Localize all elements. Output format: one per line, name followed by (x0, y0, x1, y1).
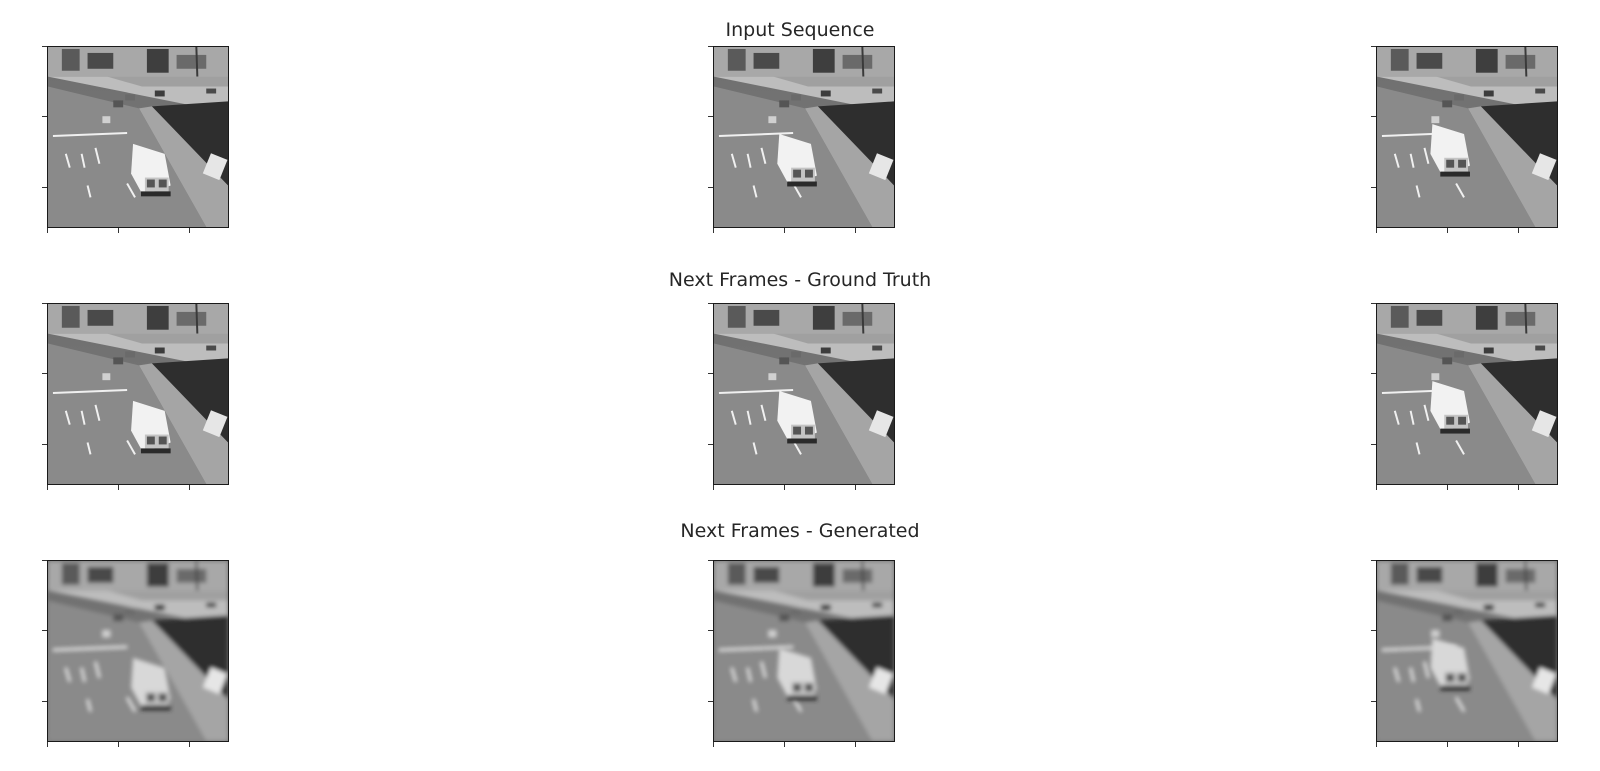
x-axis-tick (1518, 485, 1519, 490)
ground-truth-frame-2 (708, 303, 895, 490)
y-axis-tick (42, 303, 47, 304)
x-axis-tick (855, 228, 856, 233)
traffic-frame-image (713, 303, 895, 485)
x-axis-tick (1447, 228, 1448, 233)
y-axis-tick (42, 444, 47, 445)
y-axis-tick (1371, 373, 1376, 374)
y-axis-tick (42, 46, 47, 47)
y-axis-tick (708, 560, 713, 561)
y-axis-tick (1371, 701, 1376, 702)
y-axis-tick (42, 373, 47, 374)
x-axis-tick (784, 485, 785, 490)
y-axis-tick (1371, 630, 1376, 631)
y-axis-tick (1371, 560, 1376, 561)
generated-frame-1 (42, 560, 229, 747)
generated-frame-2 (708, 560, 895, 747)
ground-truth-frame-3 (1371, 303, 1558, 490)
x-axis-tick (47, 742, 48, 747)
generated-frame-3 (1371, 560, 1558, 747)
traffic-frame-image (47, 46, 229, 228)
traffic-frame-image (1376, 560, 1558, 742)
x-axis-tick (1376, 485, 1377, 490)
x-axis-tick (855, 742, 856, 747)
x-axis-tick (713, 485, 714, 490)
y-axis-tick (42, 560, 47, 561)
y-axis-tick (708, 46, 713, 47)
x-axis-tick (1447, 485, 1448, 490)
y-axis-tick (708, 701, 713, 702)
input-frame-3 (1371, 46, 1558, 233)
row-title-ground-truth: Next Frames - Ground Truth (668, 269, 932, 291)
x-axis-tick (713, 228, 714, 233)
x-axis-tick (118, 485, 119, 490)
x-axis-tick (47, 228, 48, 233)
row-title-input: Input Sequence (725, 19, 875, 41)
x-axis-tick (1376, 742, 1377, 747)
x-axis-tick (855, 485, 856, 490)
y-axis-tick (708, 444, 713, 445)
x-axis-tick (784, 742, 785, 747)
x-axis-tick (189, 228, 190, 233)
traffic-frame-image (47, 560, 229, 742)
y-axis-tick (1371, 116, 1376, 117)
x-axis-tick (1447, 742, 1448, 747)
y-axis-tick (42, 116, 47, 117)
x-axis-tick (189, 742, 190, 747)
input-frame-1 (42, 46, 229, 233)
x-axis-tick (713, 742, 714, 747)
y-axis-tick (708, 630, 713, 631)
y-axis-tick (1371, 46, 1376, 47)
y-axis-tick (708, 373, 713, 374)
x-axis-tick (189, 485, 190, 490)
traffic-frame-image (1376, 46, 1558, 228)
traffic-frame-image (1376, 303, 1558, 485)
x-axis-tick (118, 742, 119, 747)
y-axis-tick (42, 630, 47, 631)
x-axis-tick (784, 228, 785, 233)
y-axis-tick (708, 116, 713, 117)
y-axis-tick (1371, 187, 1376, 188)
traffic-frame-image (713, 560, 895, 742)
input-frame-2 (708, 46, 895, 233)
traffic-frame-image (713, 46, 895, 228)
x-axis-tick (1518, 228, 1519, 233)
traffic-frame-image (47, 303, 229, 485)
y-axis-tick (1371, 444, 1376, 445)
y-axis-tick (42, 701, 47, 702)
x-axis-tick (1376, 228, 1377, 233)
row-title-generated: Next Frames - Generated (680, 520, 920, 542)
y-axis-tick (708, 187, 713, 188)
y-axis-tick (1371, 303, 1376, 304)
y-axis-tick (42, 187, 47, 188)
ground-truth-frame-1 (42, 303, 229, 490)
x-axis-tick (47, 485, 48, 490)
y-axis-tick (708, 303, 713, 304)
x-axis-tick (1518, 742, 1519, 747)
x-axis-tick (118, 228, 119, 233)
